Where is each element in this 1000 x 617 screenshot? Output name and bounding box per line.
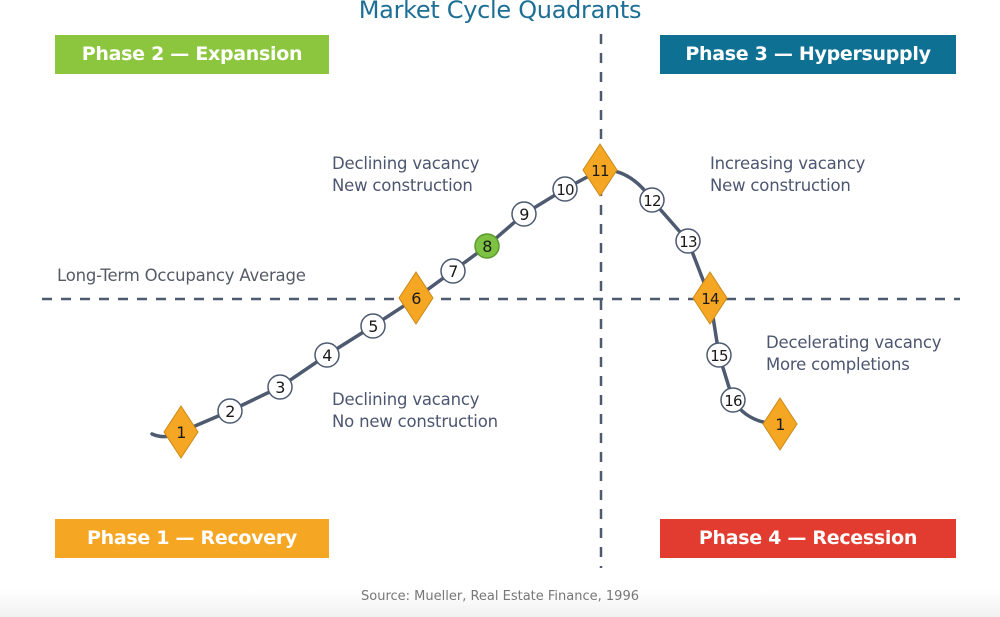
cycle-point-12: 12	[639, 187, 665, 213]
cycle-point-7: 7	[440, 258, 466, 284]
cycle-point-4: 4	[314, 342, 340, 368]
cycle-point-label: 3	[275, 378, 284, 397]
recovery-note-line-1: Declining vacancy	[332, 390, 480, 409]
expansion-note-line-1: Declining vacancy	[332, 154, 480, 173]
cycle-point-10: 10	[552, 176, 578, 202]
cycle-point-label: 6	[411, 289, 421, 308]
cycle-point-label: 7	[448, 262, 457, 281]
cycle-point-label: 13	[679, 233, 697, 251]
recovery-note: Declining vacancy No new construction	[332, 389, 498, 433]
phase-1-recovery-label: Phase 1 — Recovery	[55, 519, 329, 558]
diamond-marker	[692, 271, 728, 325]
cycle-point-label: 1	[176, 423, 185, 442]
recovery-note-line-2: No new construction	[332, 412, 498, 431]
cycle-point-label: 1	[775, 415, 784, 434]
circle-marker	[675, 228, 701, 254]
cycle-point-label: 8	[482, 237, 492, 256]
cycle-point-11: 11	[582, 143, 618, 197]
circle-marker	[314, 342, 340, 368]
expansion-note-line-2: New construction	[332, 176, 473, 195]
cycle-point-label: 15	[710, 347, 728, 365]
phase-4-recession-label: Phase 4 — Recession	[660, 519, 956, 558]
circle-marker	[360, 313, 386, 339]
circle-marker	[440, 258, 466, 284]
circle-marker	[217, 398, 243, 424]
recession-note-line-1: Decelerating vacancy	[766, 333, 942, 352]
expansion-note: Declining vacancy New construction	[332, 153, 479, 197]
diagram-title: Market Cycle Quadrants	[358, 0, 642, 24]
cycle-point-label: 2	[225, 402, 234, 421]
hypersupply-note-line-2: New construction	[710, 176, 851, 195]
recession-note: Decelerating vacancy More completions	[766, 332, 941, 376]
diamond-marker	[163, 405, 199, 459]
circle-marker	[552, 176, 578, 202]
cycle-point-13: 13	[675, 228, 701, 254]
diamond-marker	[762, 397, 798, 451]
circle-marker	[706, 342, 732, 368]
circle-marker	[511, 201, 537, 227]
cycle-point-label: 11	[591, 162, 609, 180]
cycle-point-label: 4	[322, 346, 332, 365]
cycle-point-17: 1	[762, 397, 798, 451]
circle-marker	[639, 187, 665, 213]
phase-2-expansion-label: Phase 2 — Expansion	[55, 35, 329, 74]
footer-background	[0, 590, 1000, 617]
cycle-point-3: 3	[267, 374, 293, 400]
cycle-point-16: 16	[720, 387, 746, 413]
source-citation: Source: Mueller, Real Estate Finance, 19…	[361, 589, 639, 604]
diamond-marker	[398, 271, 434, 325]
cycle-point-8: 8	[474, 233, 500, 259]
cycle-point-1: 1	[163, 405, 199, 459]
cycle-point-5: 5	[360, 313, 386, 339]
cycle-point-label: 14	[701, 290, 719, 308]
cycle-point-2: 2	[217, 398, 243, 424]
cycle-point-label: 9	[519, 205, 529, 224]
cycle-point-label: 12	[643, 192, 661, 210]
diamond-marker	[582, 143, 618, 197]
cycle-point-9: 9	[511, 201, 537, 227]
occupancy-average-label: Long-Term Occupancy Average	[57, 266, 306, 285]
hypersupply-note-line-1: Increasing vacancy	[710, 154, 866, 173]
cycle-point-label: 5	[368, 317, 377, 336]
cycle-point-label: 10	[556, 181, 574, 199]
phase-3-hypersupply-label: Phase 3 — Hypersupply	[660, 35, 956, 74]
cycle-point-15: 15	[706, 342, 732, 368]
highlighted-circle-marker	[474, 233, 500, 259]
cycle-point-label: 16	[724, 392, 742, 410]
cycle-point-14: 14	[692, 271, 728, 325]
circle-marker	[267, 374, 293, 400]
recession-note-line-2: More completions	[766, 355, 910, 374]
circle-marker	[720, 387, 746, 413]
cycle-point-6: 6	[398, 271, 434, 325]
hypersupply-note: Increasing vacancy New construction	[710, 153, 865, 197]
